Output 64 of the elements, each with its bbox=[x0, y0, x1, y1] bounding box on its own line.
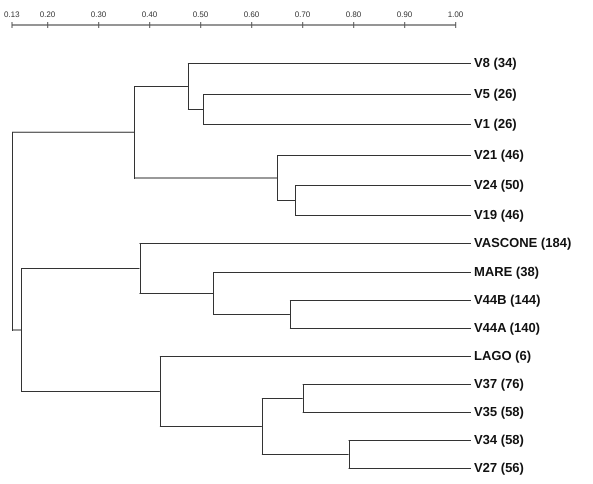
branch-line bbox=[261, 454, 350, 455]
junction-line bbox=[290, 300, 291, 329]
branch-line bbox=[302, 384, 472, 385]
cluster-label: VASCONE (184) bbox=[474, 235, 572, 251]
cluster-label: V35 (58) bbox=[474, 404, 524, 420]
junction-line bbox=[12, 132, 13, 330]
branch-line bbox=[276, 155, 472, 156]
junction-line bbox=[295, 185, 296, 216]
branch-line bbox=[289, 328, 472, 329]
cluster-label: V24 (50) bbox=[474, 177, 524, 193]
junction-line bbox=[302, 384, 304, 413]
axis-tick-label: 0.70 bbox=[294, 10, 310, 19]
axis-tick-label: 0.80 bbox=[346, 10, 362, 19]
junction-line bbox=[213, 272, 214, 315]
cluster-label: V1 (26) bbox=[474, 116, 517, 132]
junction-line bbox=[348, 440, 350, 469]
branch-line bbox=[20, 391, 160, 392]
branch-line bbox=[187, 63, 472, 64]
branch-line bbox=[289, 300, 472, 301]
cluster-label: V44B (144) bbox=[474, 292, 540, 308]
junction-line bbox=[21, 268, 22, 392]
branch-line bbox=[348, 440, 472, 441]
cluster-label: V34 (58) bbox=[474, 432, 524, 448]
branch-line bbox=[212, 272, 472, 273]
branch-line bbox=[159, 426, 262, 427]
axis-tick-label: 0.30 bbox=[90, 10, 106, 19]
branch-line bbox=[261, 398, 304, 399]
branch-line bbox=[134, 86, 188, 87]
branch-line bbox=[20, 268, 140, 269]
branch-line bbox=[294, 215, 472, 216]
branch-line bbox=[212, 314, 290, 315]
cluster-label: V37 (76) bbox=[474, 376, 524, 392]
branch-line bbox=[348, 468, 472, 469]
cluster-label: V21 (46) bbox=[474, 147, 524, 163]
axis-tick-label: 0.90 bbox=[396, 10, 412, 19]
junction-line bbox=[203, 94, 204, 125]
branch-line bbox=[202, 124, 472, 125]
axis-tick-label: 1.00 bbox=[448, 10, 464, 19]
cluster-label: V8 (34) bbox=[474, 55, 517, 71]
branch-line bbox=[202, 94, 472, 95]
branch-line bbox=[302, 412, 472, 413]
branch-line bbox=[294, 185, 472, 186]
branch-line bbox=[159, 356, 472, 357]
axis-tick-label: 0.13 bbox=[4, 10, 20, 19]
branch-line bbox=[187, 109, 204, 110]
cluster-label: V44A (140) bbox=[474, 320, 540, 336]
junction-line bbox=[188, 63, 189, 110]
axis-tick-label: 0.40 bbox=[142, 10, 158, 19]
junction-line bbox=[134, 86, 136, 178]
branch-line bbox=[139, 293, 214, 294]
cluster-label: MARE (38) bbox=[474, 264, 540, 280]
axis-tick-label: 0.20 bbox=[40, 10, 56, 19]
junction-line bbox=[262, 398, 263, 455]
branch-line bbox=[139, 243, 472, 244]
branch-line bbox=[276, 200, 296, 201]
branch-line bbox=[12, 132, 135, 133]
cluster-label: V27 (56) bbox=[474, 460, 524, 476]
junction-line bbox=[277, 155, 278, 201]
axis-tick-label: 0.50 bbox=[192, 10, 208, 19]
cluster-label: LAGO (6) bbox=[474, 348, 532, 364]
cluster-label: V19 (46) bbox=[474, 207, 524, 223]
axis-tick-label: 0.60 bbox=[244, 10, 260, 19]
cluster-label: V5 (26) bbox=[474, 86, 517, 102]
junction-line bbox=[160, 356, 161, 427]
